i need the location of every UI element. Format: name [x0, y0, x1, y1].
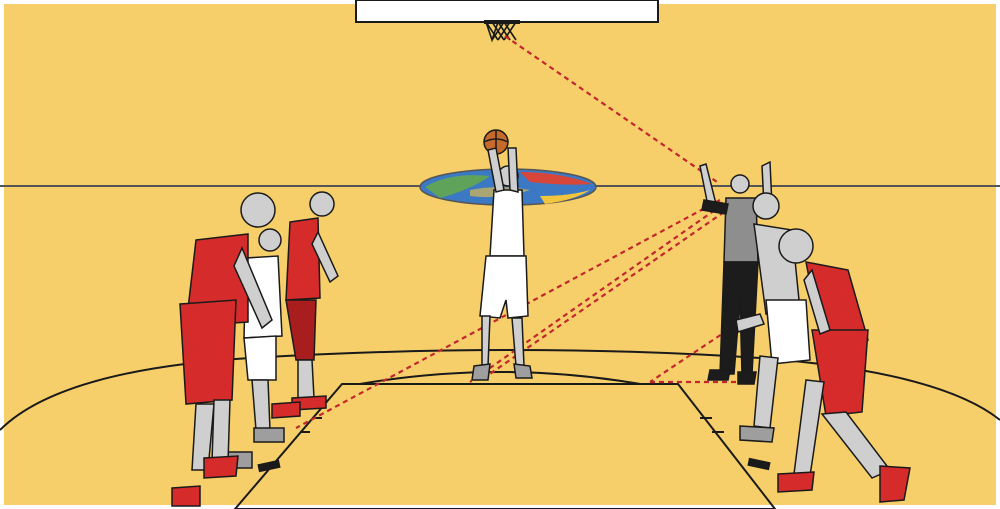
free-throw-illustration [0, 0, 1000, 509]
